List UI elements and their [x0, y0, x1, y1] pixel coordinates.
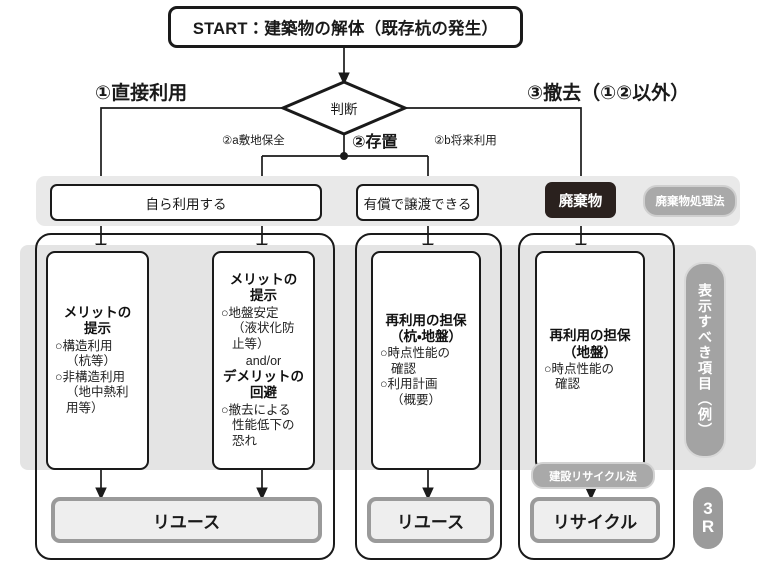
card-title: メリットの 提示	[63, 304, 132, 337]
box-waste: 廃棄物	[545, 182, 616, 218]
decision-label: 判断	[330, 102, 358, 117]
pill-waste-disposal-law-label: 廃棄物処理法	[655, 196, 725, 208]
pill-construction-recycle-law: 建設リサイクル法	[531, 462, 655, 489]
card-merit-structural: メリットの 提示 ○構造利用 （杭等） ○非構造利用 （地中熱利 用等）	[46, 251, 149, 470]
column-removal	[518, 233, 675, 560]
card-reuse-guarantee-ground: 再利用の担保 （地盤） ○時点性能の 確認	[535, 251, 645, 470]
card-bullets: ○構造利用 （杭等） ○非構造利用 （地中熱利 用等）	[55, 338, 129, 415]
box-self-use: 自ら利用する	[50, 184, 322, 221]
card-title: 再利用の担保 （地盤）	[549, 328, 631, 360]
card-title: メリットの 提示	[229, 271, 298, 304]
branch-label-future-use: ②b将来利用	[434, 135, 497, 147]
card-merit-ground-demerit: メリットの 提示 ○地盤安定 （液状化防 止等） and/or デメリットの 回…	[212, 251, 315, 470]
branch-label-site-preservation: ②a敷地保全	[222, 135, 285, 147]
outcome-reuse-2: リユース	[367, 497, 494, 543]
outcome-reuse-2-label: リユース	[396, 512, 465, 532]
card-bullets-secondary: ○撤去による 性能低下の 恐れ	[221, 402, 295, 448]
box-self-use-label: 自ら利用する	[145, 196, 227, 212]
outcome-recycle: リサイクル	[530, 497, 660, 543]
outcome-reuse-1-label: リユース	[152, 512, 221, 532]
branch-label-retain: ②存置	[352, 134, 398, 151]
card-bullets: ○時点性能の 確認 ○利用計画 （概要）	[380, 346, 451, 407]
start-label: START：建築物の解体（既存杭の発生）	[192, 20, 499, 38]
outcome-reuse-1: リユース	[51, 497, 322, 543]
decision-node: 判断	[283, 82, 405, 134]
badge-3r-bottom: R	[701, 517, 715, 536]
badge-3r-top: 3	[703, 499, 713, 519]
pill-waste-disposal-law: 廃棄物処理法	[643, 185, 737, 217]
box-paid-transfer-label: 有償で譲渡できる	[363, 196, 472, 212]
pill-display-items-example-label: 表示すべき項目（例）	[697, 282, 713, 438]
card-connector-andor: and/or	[245, 354, 282, 368]
card-reuse-guarantee-pile-ground: 再利用の担保 （杭・地盤） ○時点性能の 確認 ○利用計画 （概要）	[371, 251, 481, 470]
branch-junction-dot	[340, 152, 348, 160]
outcome-recycle-label: リサイクル	[552, 512, 638, 532]
start-box: START：建築物の解体（既存杭の発生）	[168, 6, 523, 48]
pill-display-items-example: 表示すべき項目（例）	[684, 262, 726, 458]
pill-construction-recycle-law-label: 建設リサイクル法	[549, 470, 637, 483]
card-bullets: ○地盤安定 （液状化防 止等）	[221, 305, 295, 351]
branch-label-removal: ③撤去（①②以外）	[527, 83, 690, 104]
card-title: 再利用の担保 （杭・地盤）	[385, 312, 467, 344]
box-paid-transfer: 有償で譲渡できる	[356, 184, 479, 221]
branch-label-direct-use: ①直接利用	[95, 83, 188, 104]
card-bullets: ○時点性能の 確認	[544, 361, 615, 392]
column-direct-use	[35, 233, 335, 560]
box-waste-label: 廃棄物	[558, 193, 603, 210]
card-title-secondary: デメリットの 回避	[223, 369, 304, 401]
badge-3r: 3 R	[693, 487, 723, 549]
